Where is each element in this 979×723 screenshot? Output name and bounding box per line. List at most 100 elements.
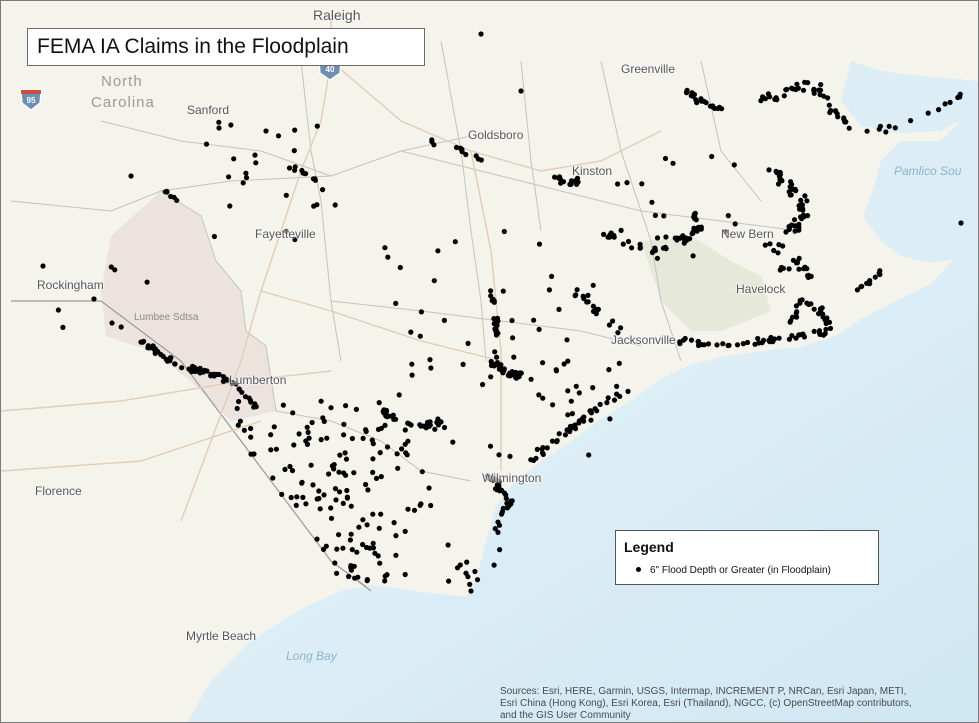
flood-claim-point: [390, 412, 396, 418]
flood-claim-point: [565, 388, 571, 394]
flood-claim-point: [279, 491, 285, 497]
flood-claim-point: [488, 374, 494, 380]
label-new-bern: New Bern: [721, 227, 774, 241]
flood-claim-point: [299, 167, 305, 174]
flood-claim-point: [336, 532, 342, 538]
flood-claim-point: [208, 371, 214, 377]
flood-claim-point: [652, 212, 659, 218]
flood-claim-point: [496, 478, 503, 484]
flood-claim-point: [492, 349, 498, 355]
flood-claim-point: [429, 139, 435, 145]
flood-claim-point: [341, 421, 347, 427]
flood-claim-point: [528, 376, 534, 382]
flood-claim-point: [590, 303, 597, 309]
flood-claim-point: [271, 424, 277, 430]
flood-claim-point: [293, 502, 299, 508]
flood-claim-point: [703, 100, 709, 106]
flood-claim-point: [573, 383, 579, 389]
flood-claim-point: [766, 337, 772, 343]
flood-claim-point: [797, 300, 803, 306]
flood-claim-point: [654, 255, 661, 261]
flood-claim-point: [725, 342, 731, 349]
flood-claim-point: [91, 296, 97, 302]
flood-claim-point: [441, 317, 447, 323]
label-carolina: Carolina: [91, 94, 155, 111]
label-lumberton: Lumberton: [229, 373, 287, 387]
flood-claim-point: [864, 280, 870, 286]
flood-claim-point: [510, 372, 516, 378]
flood-claim-point: [321, 492, 327, 498]
flood-claim-point: [355, 574, 361, 580]
flood-claim-point: [725, 213, 731, 219]
flood-claim-point: [663, 234, 669, 240]
flood-claim-point: [452, 239, 458, 245]
flood-claim-point: [615, 330, 621, 336]
flood-claim-point: [450, 439, 456, 445]
flood-claim-point: [536, 392, 542, 398]
flood-claim-point: [511, 354, 517, 360]
flood-claim-point: [698, 226, 704, 232]
flood-claim-point: [794, 314, 800, 320]
flood-claim-point: [288, 494, 294, 501]
flood-claim-point: [787, 319, 793, 325]
flood-claim-point: [240, 180, 246, 186]
flood-claim-point: [108, 264, 114, 270]
legend-item-label: 6" Flood Depth or Greater (in Floodplain…: [650, 565, 831, 576]
label-pamlico-sound: Pamlico Sou: [894, 164, 962, 178]
flood-claim-point: [681, 240, 687, 246]
flood-claim-point: [144, 279, 150, 285]
flood-claim-point: [624, 180, 630, 186]
flood-claim-point: [608, 230, 614, 236]
flood-claim-point: [693, 97, 699, 103]
flood-claim-point: [328, 405, 334, 411]
flood-claim-point: [360, 541, 366, 548]
flood-claim-point: [576, 390, 582, 396]
flood-claim-point: [441, 424, 448, 431]
flood-claim-point: [487, 443, 494, 449]
flood-claim-point: [800, 331, 806, 337]
flood-claim-point: [801, 266, 807, 272]
flood-claim-point: [776, 242, 782, 248]
flood-claim-point: [789, 314, 796, 320]
flood-claim-point: [606, 367, 612, 373]
flood-claim-point: [373, 475, 380, 481]
flood-claim-point: [787, 223, 794, 229]
attribution-line: Sources: Esri, HERE, Garmin, USGS, Inter…: [500, 686, 907, 697]
flood-claim-point: [316, 488, 322, 494]
flood-claim-point: [376, 525, 382, 531]
flood-claim-point: [337, 489, 343, 495]
map-title: FEMA IA Claims in the Floodplain: [27, 28, 425, 66]
flood-claim-point: [684, 87, 690, 93]
flood-claim-point: [677, 341, 683, 347]
flood-claim-point: [957, 91, 963, 97]
flood-claim-point: [312, 177, 318, 183]
flood-claim-point: [340, 545, 346, 551]
flood-claim-point: [694, 228, 700, 234]
flood-claim-point: [662, 155, 669, 162]
flood-claim-point: [536, 241, 543, 247]
flood-claim-point: [252, 152, 258, 158]
flood-claim-point: [503, 495, 509, 501]
flood-claim-point: [369, 437, 375, 443]
flood-claim-point: [283, 192, 289, 198]
flood-claim-point: [305, 429, 311, 435]
flood-claim-point: [781, 93, 787, 99]
flood-claim-point: [292, 127, 298, 133]
flood-claim-point: [649, 199, 655, 205]
flood-claim-point: [688, 337, 695, 343]
flood-claim-point: [317, 506, 323, 512]
flood-claim-point: [590, 385, 596, 391]
flood-claim-point: [360, 517, 366, 523]
flood-claim-point: [864, 128, 870, 134]
flood-claim-point: [872, 274, 878, 280]
flood-claim-point: [554, 438, 560, 444]
flood-claim-point: [491, 562, 497, 568]
flood-claim-point: [562, 432, 569, 438]
flood-claim-point: [164, 358, 170, 364]
flood-claim-point: [489, 475, 495, 481]
flood-claim-point: [337, 452, 343, 458]
flood-claim-point: [620, 241, 626, 247]
flood-claim-point: [767, 241, 773, 247]
flood-claim-point: [435, 422, 441, 428]
